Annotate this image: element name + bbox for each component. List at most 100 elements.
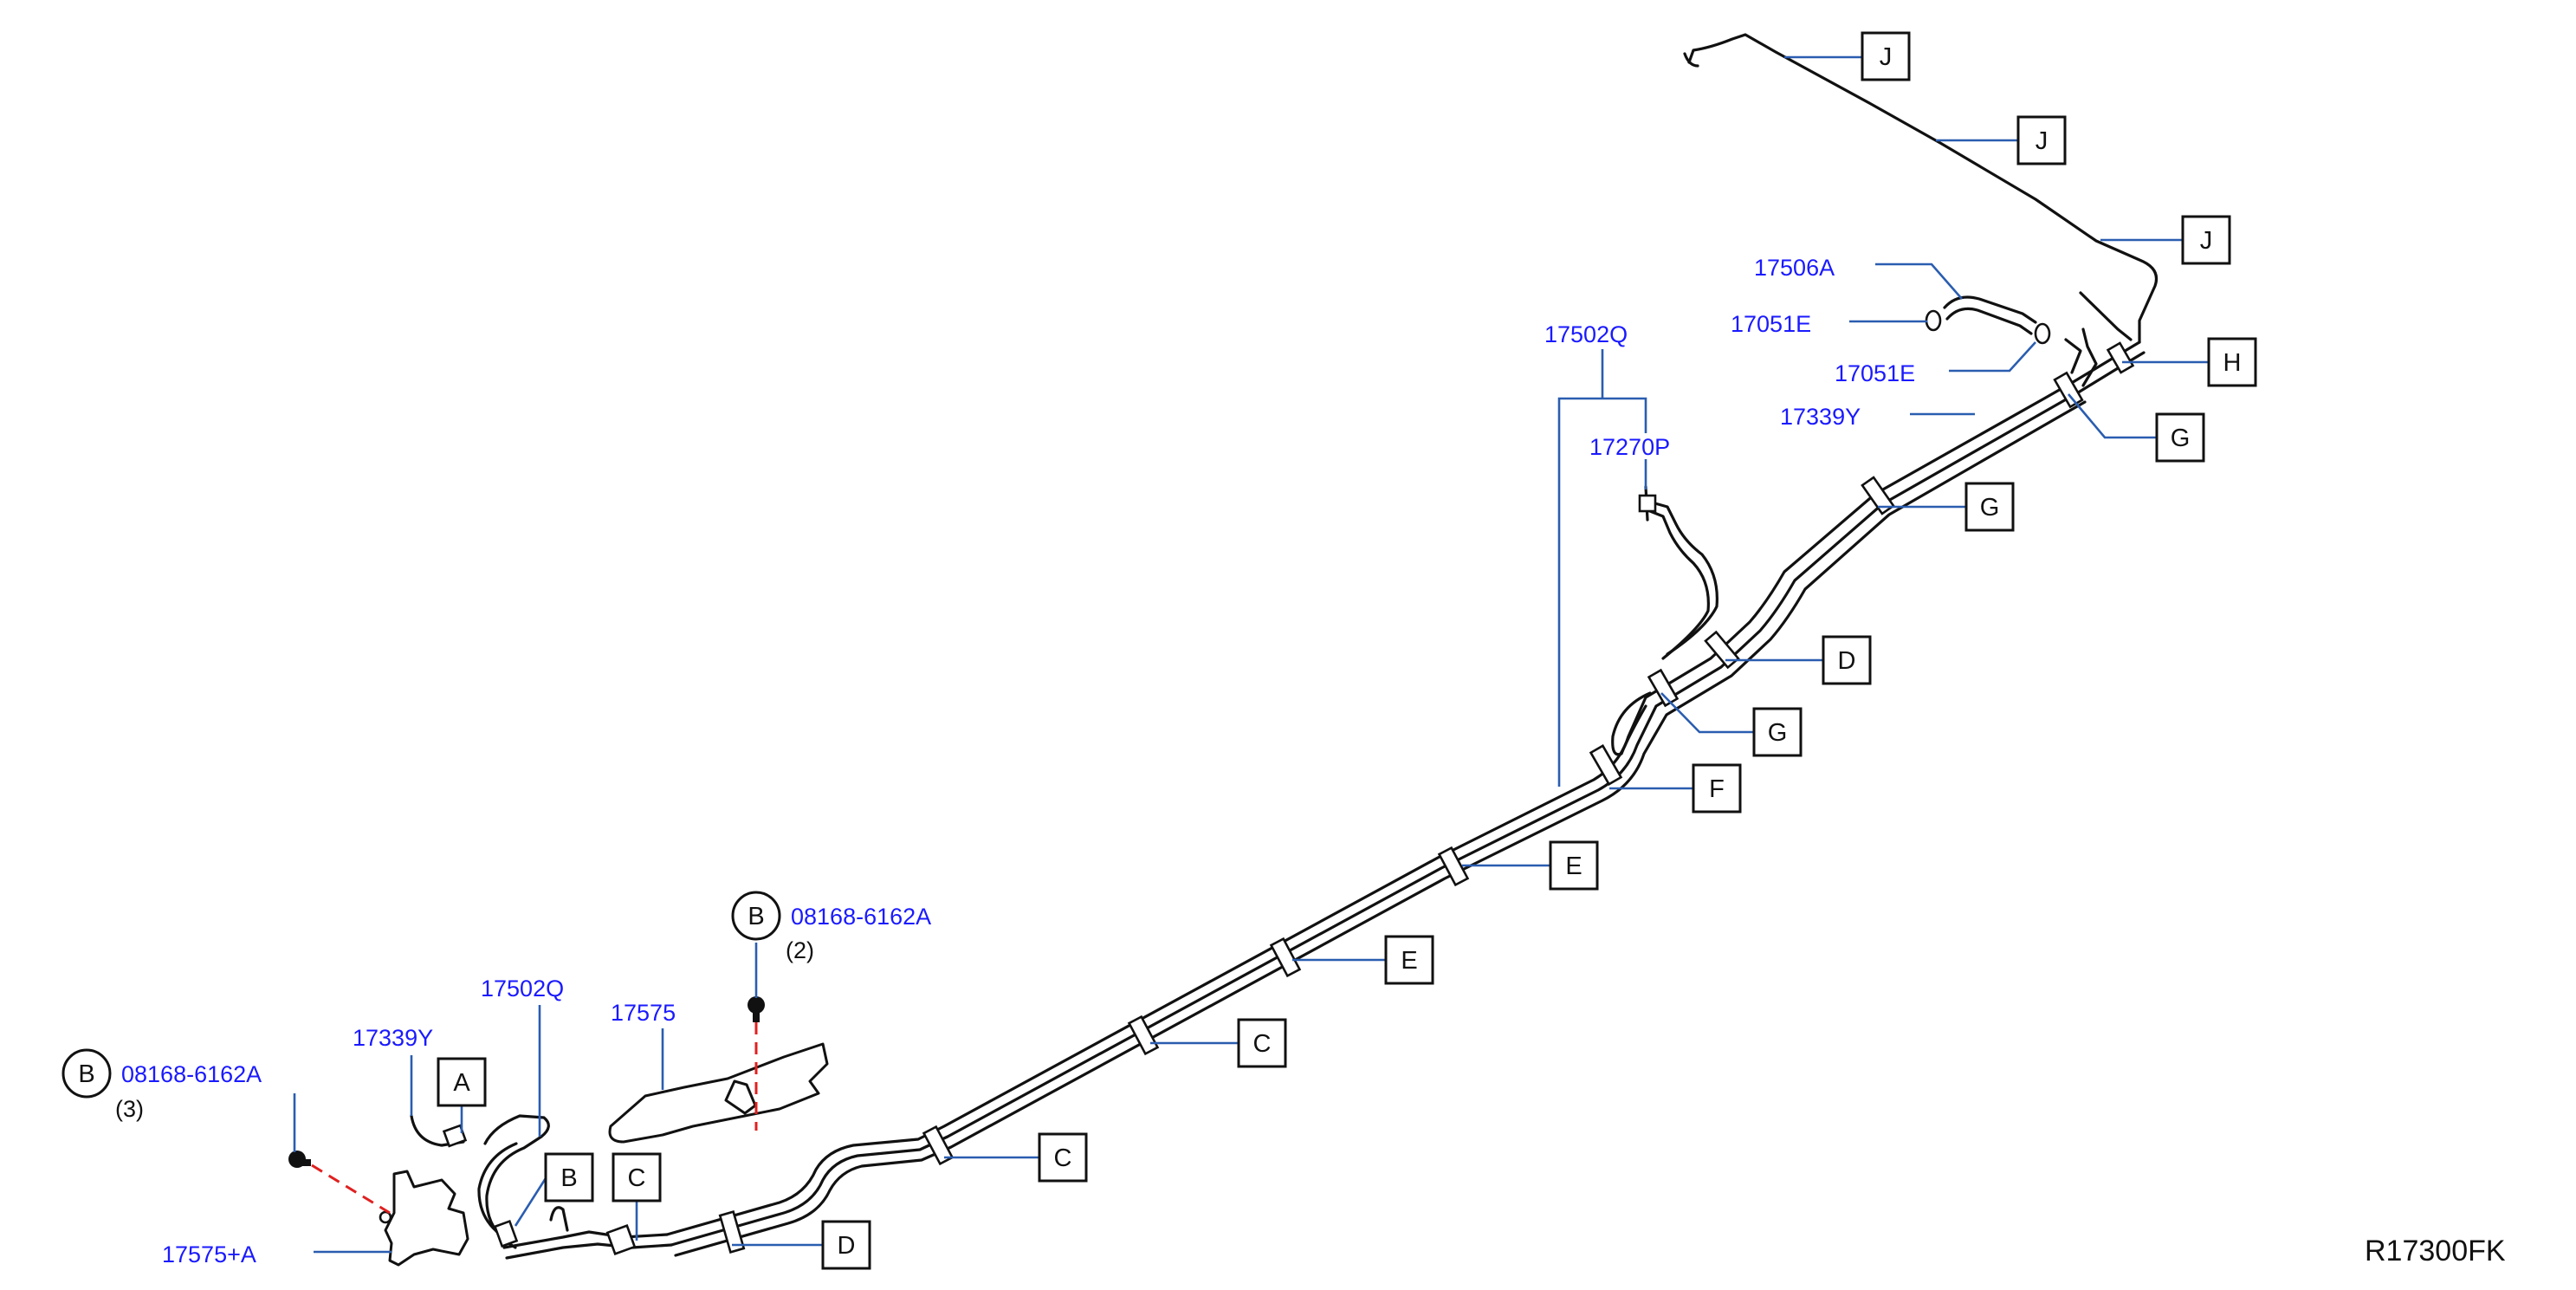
vent-tube-line xyxy=(1687,33,2159,344)
leader-17506a xyxy=(1875,263,1963,300)
ref-box-c1: C xyxy=(1237,1018,1287,1068)
ref-label-f: F xyxy=(1709,775,1725,803)
ref-box-h: H xyxy=(2207,337,2257,387)
ref-box-e1: E xyxy=(1549,840,1599,891)
circle-b-icon xyxy=(61,1048,112,1099)
part-17051e-left: 17051E xyxy=(1731,311,1811,337)
clip-d2 xyxy=(1704,630,1740,670)
part-17339y-lower: 17339Y xyxy=(353,1025,433,1051)
leader-g1 xyxy=(2068,393,2157,439)
protector-17575-clip xyxy=(724,1079,757,1115)
circle-b-icon xyxy=(731,891,781,941)
tube-line-2 xyxy=(670,390,2081,1247)
ref-label-e1: E xyxy=(1565,852,1582,880)
ref-box-e2: E xyxy=(1384,935,1434,985)
part-17575: 17575 xyxy=(611,1000,676,1026)
ref-label-g2: G xyxy=(1980,494,2000,522)
clamp-17051e-right xyxy=(2034,322,2051,345)
ref-label-j1: J xyxy=(1880,43,1893,71)
part-17502q-upper: 17502Q xyxy=(1544,321,1628,347)
ref-label-j2: J xyxy=(2036,127,2049,155)
circle-b-lower-label: B xyxy=(78,1060,94,1088)
protector-17575-shape xyxy=(608,1042,829,1144)
protector-17575 xyxy=(608,1042,829,1144)
clip-a xyxy=(442,1124,468,1148)
part-17506a: 17506A xyxy=(1754,255,1835,281)
clip-h xyxy=(2106,341,2135,374)
part-17051e-right: 17051E xyxy=(1835,360,1915,386)
part-labels: 17502Q 17270P 17506A 17051E 17051E 17339… xyxy=(115,255,1915,1267)
qty-two: (2) xyxy=(786,937,814,963)
tube-17270p-branch xyxy=(1644,499,1718,656)
front-tube-end xyxy=(549,1206,569,1232)
bolt-shank xyxy=(753,1010,760,1022)
front-tube-b xyxy=(477,1142,518,1239)
diagram-code: R17300FK xyxy=(2365,1235,2506,1267)
clip-e1 xyxy=(1269,937,1302,978)
ref-box-b: B xyxy=(544,1152,594,1202)
tube-line-3 xyxy=(674,400,2087,1257)
hose-17506a xyxy=(1925,295,2051,345)
hose-17506a-top xyxy=(1943,295,2037,324)
part-17575a: 17575+A xyxy=(162,1241,256,1267)
part-17270p: 17270P xyxy=(1589,434,1670,460)
tube-upper-right-4 xyxy=(2081,327,2098,387)
ref-box-c2: C xyxy=(1038,1132,1088,1183)
tube-loop-f xyxy=(1611,691,1652,756)
ref-box-j3: J xyxy=(2181,215,2231,265)
ref-label-d2: D xyxy=(838,1232,856,1260)
ref-label-c1: C xyxy=(1253,1030,1272,1058)
clip-c2 xyxy=(922,1125,955,1166)
tube-upper-right-3 xyxy=(2064,338,2082,374)
ref-label-g3: G xyxy=(1768,719,1788,747)
bolt-08168-6162a-3 xyxy=(288,1151,311,1168)
ref-box-g1: G xyxy=(2155,412,2205,463)
bolt-08168-6162a-2 xyxy=(748,996,765,1022)
front-tube-c xyxy=(502,1230,669,1249)
hose-17506a-bottom xyxy=(1945,307,2033,335)
vent-tube-short xyxy=(2079,291,2133,341)
clip-b xyxy=(493,1219,519,1248)
part-17502q-lower: 17502Q xyxy=(481,976,564,1002)
vent-tube-end-cap xyxy=(1683,52,1699,68)
clip-g2 xyxy=(1861,476,1895,515)
part-17339y-upper: 17339Y xyxy=(1780,404,1861,430)
circle-b-upper-label: B xyxy=(748,903,764,930)
ref-box-j1: J xyxy=(1861,31,1911,81)
bolt-head-icon xyxy=(748,996,765,1014)
bracket-17575a-hole xyxy=(379,1210,392,1224)
vent-tube xyxy=(1683,33,2159,344)
circle-b-lower: B xyxy=(61,1048,112,1099)
circle-b-upper: B xyxy=(731,891,781,941)
bolt-shank xyxy=(299,1159,311,1166)
leader-lines xyxy=(293,55,2209,1254)
bracket-17575a xyxy=(379,1170,469,1267)
front-tube-d xyxy=(505,1242,673,1260)
tube-line-1 xyxy=(665,379,2076,1236)
part-08168-upper: 08168-6162A xyxy=(791,904,931,930)
ref-box-g2: G xyxy=(1964,482,2015,532)
ref-box-a: A xyxy=(437,1057,487,1107)
part-08168-lower: 08168-6162A xyxy=(121,1061,262,1087)
clamp-17051e-left xyxy=(1925,309,1942,332)
ref-boxes: J J J H G G D G xyxy=(437,31,2257,1270)
ref-label-c3: C xyxy=(628,1164,646,1192)
leader-b xyxy=(514,1177,547,1227)
tube-17270p-branch-2 xyxy=(1644,508,1710,660)
front-tube-short xyxy=(410,1114,465,1147)
ref-label-g1: G xyxy=(2171,425,2191,452)
ref-box-j2: J xyxy=(2016,115,2067,165)
leader-17051e-right xyxy=(1949,341,2036,373)
clip-17270p xyxy=(1638,494,1657,513)
ref-label-b: B xyxy=(560,1164,577,1192)
ref-box-g3: G xyxy=(1752,707,1803,757)
ref-label-a: A xyxy=(453,1069,470,1097)
ref-box-d2: D xyxy=(821,1220,871,1270)
ref-label-e2: E xyxy=(1401,947,1417,975)
ref-label-d1: D xyxy=(1838,647,1856,675)
dash-bolt-3 xyxy=(311,1164,391,1215)
ref-label-c2: C xyxy=(1054,1144,1072,1172)
ref-box-c3: C xyxy=(612,1152,662,1202)
